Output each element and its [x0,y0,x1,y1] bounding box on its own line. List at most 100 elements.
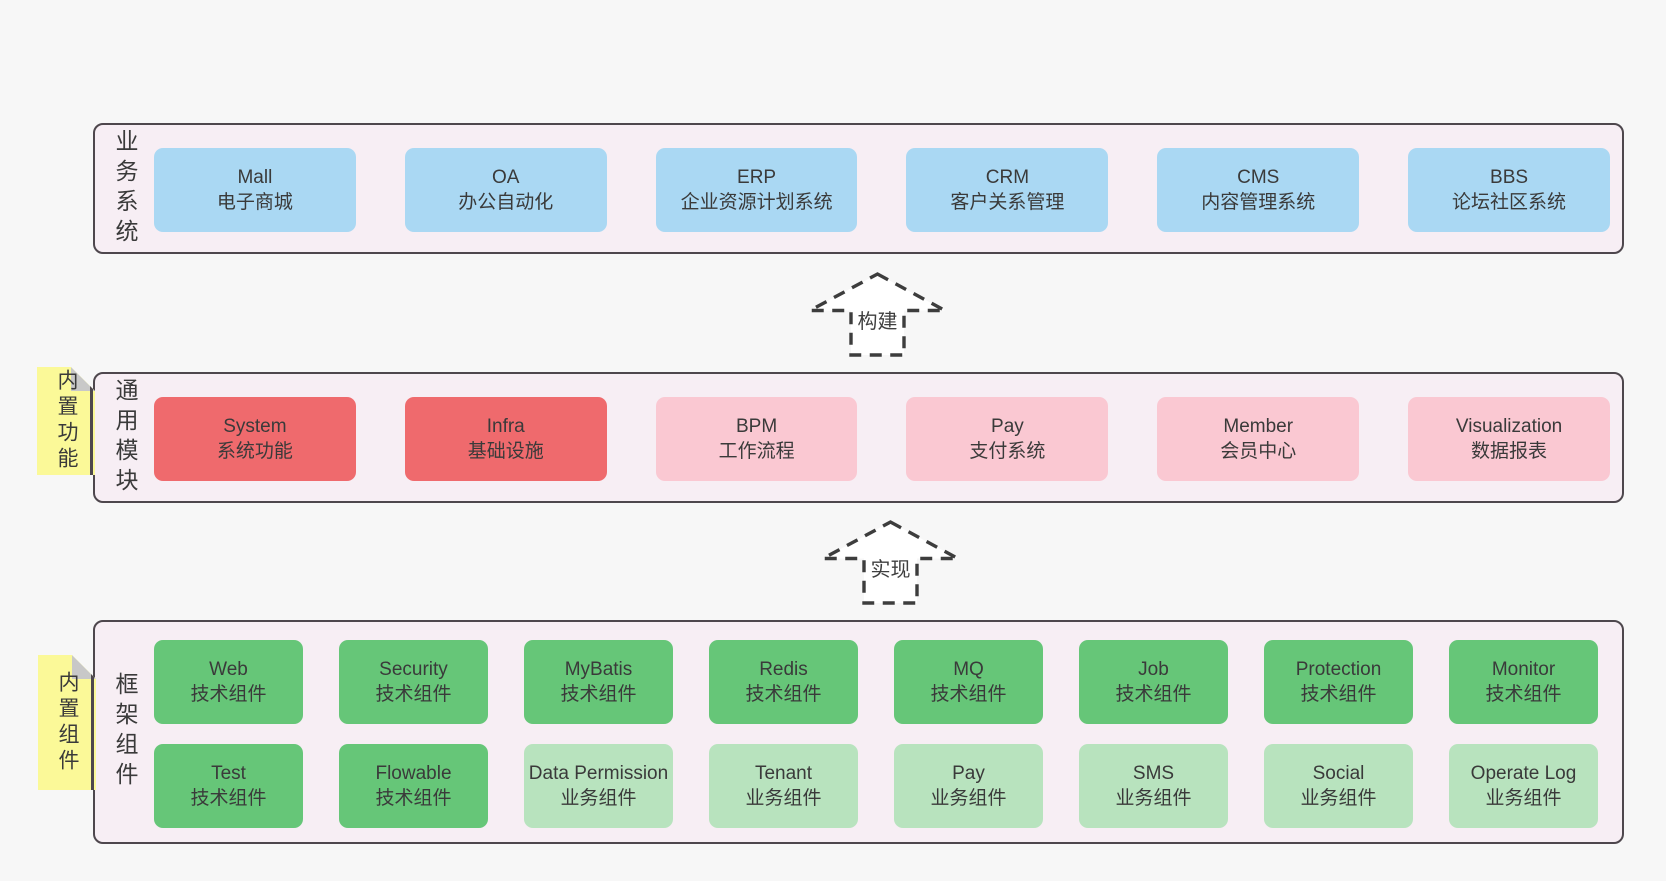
dashed-up-arrow-icon: 构建 [809,272,946,357]
module-desc: 业务组件 [1115,788,1192,809]
module-desc: 技术组件 [375,684,452,705]
module-desc: 办公自动化 [458,192,554,213]
module-desc: 技术组件 [745,684,822,705]
module-desc: 技术组件 [930,684,1007,705]
module-name: Infra [486,416,525,437]
module-name: Pay [952,763,985,784]
module-name: Redis [759,659,808,680]
module-box-test: Test 技术组件 [154,744,303,828]
module-desc: 技术组件 [190,684,267,705]
module-box-crm: CRM 客户关系管理 [906,148,1109,232]
module-desc: 技术组件 [1485,684,1562,705]
module-name: Social [1312,763,1365,784]
module-box-job: Job 技术组件 [1079,640,1228,724]
sticky-note-built-in-features: 内置功能 [37,367,95,475]
module-name: Visualization [1455,416,1563,437]
module-desc: 技术组件 [1300,684,1377,705]
band-rows: Mall 电子商城 OA 办公自动化 ERP 企业资源计划系统 CRM 客户关系管理 CMS 内容… [154,148,1610,232]
module-name: Tenant [754,763,813,784]
module-box-mall: Mall 电子商城 [154,148,356,232]
module-name: Monitor [1491,659,1556,680]
module-desc: 业务组件 [745,788,822,809]
module-box-mybatis: MyBatis 技术组件 [524,640,673,724]
band-border-overlap-line [91,655,94,790]
arrow-build-label: 构建 [858,310,898,333]
module-desc: 工作流程 [718,441,795,462]
module-name: System [223,416,287,437]
module-desc: 论坛社区系统 [1452,192,1567,213]
module-name: Flowable [375,763,452,784]
module-box-pay: Pay 支付系统 [906,397,1109,481]
module-name: Job [1138,659,1169,680]
module-name: Web [209,659,248,680]
module-desc: 支付系统 [969,441,1046,462]
module-box-tenant: Tenant 业务组件 [709,744,858,828]
module-name: Data Permission [528,763,669,784]
arrow-implement-label: 实现 [871,558,911,581]
module-box-oa: OA 办公自动化 [404,148,607,232]
module-box-erp: ERP 企业资源计划系统 [655,148,858,232]
band-business-systems: 业务系统 Mall 电子商城 OA 办公自动化 ERP 企业资源计划系统 CRM 客户关系管理… [93,123,1624,254]
dashed-up-arrow-icon: 实现 [822,520,959,605]
module-name: BPM [735,416,778,437]
module-name: BBS [1490,167,1529,188]
band-label-framework-components: 框架组件 [112,672,138,792]
module-box-cms: CMS 内容管理系统 [1157,148,1360,232]
module-desc: 业务组件 [930,788,1007,809]
module-desc: 基础设施 [467,441,544,462]
module-name: Pay [991,416,1024,437]
module-name: OA [492,167,520,188]
arrow-implement: 实现 [820,519,961,606]
band-label-business-systems: 业务系统 [112,128,138,249]
module-desc: 业务组件 [1300,788,1377,809]
module-desc: 电子商城 [216,192,293,213]
module-box-data-permission: Data Permission 业务组件 [524,744,673,828]
module-box-redis: Redis 技术组件 [709,640,858,724]
module-box-monitor: Monitor 技术组件 [1449,640,1598,724]
module-box-bpm: BPM 工作流程 [655,397,858,481]
sticky-note-built-in-components: 内置组件 [38,655,96,790]
module-desc: 业务组件 [1485,788,1562,809]
module-name: Mall [237,167,273,188]
module-box-social: Social 业务组件 [1264,744,1413,828]
module-box-operate-log: Operate Log 业务组件 [1449,744,1598,828]
module-box-mq: MQ 技术组件 [894,640,1043,724]
module-name: ERP [737,167,777,188]
module-desc: 业务组件 [560,788,637,809]
module-desc: 技术组件 [375,788,452,809]
module-desc: 客户关系管理 [950,192,1065,213]
module-name: Test [211,763,246,784]
module-desc: 技术组件 [190,788,267,809]
module-desc: 内容管理系统 [1201,192,1316,213]
arrow-build: 构建 [807,271,948,358]
sticky-note-label: 内置组件 [56,670,79,775]
module-name: CMS [1237,167,1280,188]
module-desc: 技术组件 [1115,684,1192,705]
module-box-pay: Pay 业务组件 [894,744,1043,828]
module-name: MQ [953,659,984,680]
module-row: Mall 电子商城 OA 办公自动化 ERP 企业资源计划系统 CRM 客户关系管理 CMS 内容… [154,148,1610,232]
module-box-sms: SMS 业务组件 [1079,744,1228,828]
module-name: MyBatis [564,659,633,680]
module-name: Operate Log [1470,763,1577,784]
module-desc: 会员中心 [1220,441,1297,462]
module-desc: 企业资源计划系统 [680,192,833,213]
module-desc: 技术组件 [560,684,637,705]
module-name: Protection [1295,659,1382,680]
module-name: CRM [985,167,1030,188]
module-name: SMS [1132,763,1175,784]
module-box-flowable: Flowable 技术组件 [339,744,488,828]
module-box-protection: Protection 技术组件 [1264,640,1413,724]
module-box-infra: Infra 基础设施 [404,397,607,481]
module-box-bbs: BBS 论坛社区系统 [1408,148,1610,232]
